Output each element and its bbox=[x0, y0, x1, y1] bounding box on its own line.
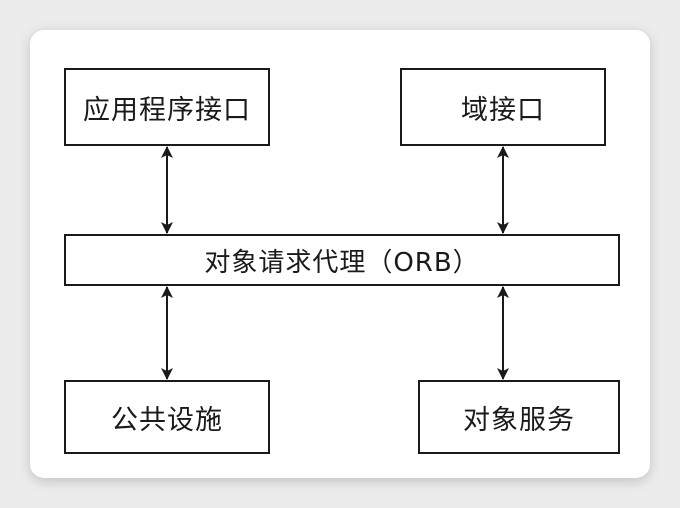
domain-interface-label: 域接口 bbox=[461, 94, 545, 126]
common-facilities-box: 公共设施 bbox=[64, 380, 270, 454]
orb-box: 对象请求代理（ORB） bbox=[64, 234, 620, 286]
application-interface-label: 应用程序接口 bbox=[83, 94, 251, 126]
object-services-label: 对象服务 bbox=[463, 404, 575, 436]
domain-interface-box: 域接口 bbox=[400, 68, 606, 146]
object-services-box: 对象服务 bbox=[418, 380, 620, 454]
orb-label: 对象请求代理（ORB） bbox=[204, 247, 480, 278]
common-facilities-label: 公共设施 bbox=[111, 404, 223, 436]
application-interface-box: 应用程序接口 bbox=[64, 68, 270, 146]
